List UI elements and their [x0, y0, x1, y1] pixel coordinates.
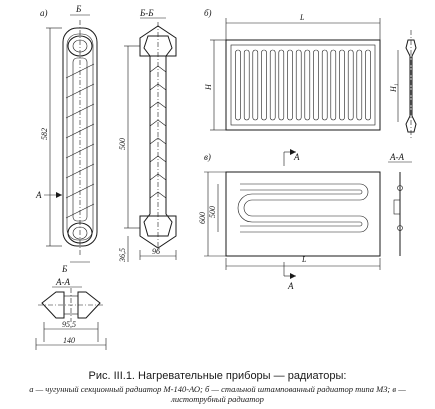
stamped-channel: [304, 49, 311, 121]
dim-600: 600: [198, 212, 207, 224]
section-label-bb: Б-Б: [139, 8, 154, 18]
panel-b-stamped-radiator: б) L H H₁: [204, 8, 417, 140]
dim-L-top: L: [299, 13, 305, 22]
serpentine-tube-inner: [237, 189, 363, 227]
stamped-channel: [278, 49, 285, 121]
panel-b-outline: [225, 39, 381, 131]
panel-label-v: в): [204, 152, 211, 162]
stamped-channel: [339, 49, 345, 121]
stamped-channel: [330, 49, 337, 121]
section-b-mark: Б: [75, 4, 82, 14]
section-label-aa-right: А-А: [389, 152, 404, 162]
stamped-channel: [243, 49, 250, 121]
dim-582: 582: [40, 128, 49, 140]
caption-body: а — чугунный секционный радиатор М-140-А…: [29, 384, 406, 404]
caption-title: Рис. III.1. Нагревательные приборы — рад…: [88, 370, 347, 382]
stamped-channel: [235, 49, 241, 121]
dim-H1: H₁: [389, 83, 398, 93]
section-bb-bottom-boss: [139, 215, 177, 249]
panel-label-b: б): [204, 8, 212, 18]
panel-b-inner: [230, 44, 376, 126]
dim-36-5: 36,5: [118, 248, 127, 263]
stamped-channel: [287, 49, 293, 121]
dim-L-v: L: [301, 255, 307, 264]
section-aa-right-bracket: [393, 199, 401, 215]
dim-140: 140: [63, 336, 75, 345]
section-label-aa: А-А: [55, 277, 70, 287]
stamped-channel: [252, 49, 259, 121]
stamped-channel: [365, 49, 371, 121]
top-nipple: [67, 35, 93, 57]
arrow-a-left-label: А: [35, 190, 42, 200]
stamped-channel: [269, 49, 276, 121]
panel-a-front-view: а) Б Б А: [35, 4, 98, 274]
stamped-channel: [295, 49, 302, 121]
panel-b-channels: [235, 49, 371, 121]
arrow-a-top-label: А: [293, 152, 300, 162]
stamped-channel: [313, 49, 319, 121]
section-bb-top-boss: [139, 25, 177, 57]
panel-v-plate-tube-radiator: в) А 600 500 L А А-А: [198, 149, 412, 291]
figure-caption: Рис. III.1. Нагревательные приборы — рад…: [0, 370, 435, 404]
section-b-mark2: Б: [61, 264, 68, 274]
arrow-a-left-head: [56, 192, 62, 198]
dim-500-v: 500: [208, 206, 217, 218]
dim-95-5: 95,5: [62, 320, 76, 329]
panel-a-section-bb: Б-Б 500 36,5 96: [118, 8, 177, 263]
stamped-channel: [347, 49, 354, 121]
panel-label-a: а): [40, 8, 48, 18]
panel-v-plate: [225, 171, 381, 257]
dim-500: 500: [118, 138, 127, 150]
dim-H: H: [204, 83, 213, 91]
stamped-channel: [261, 49, 267, 121]
arrow-a-bottom-label: А: [287, 281, 294, 291]
panel-b-side-view: [405, 39, 417, 133]
radiator-drawings: а) Б Б А: [35, 4, 417, 350]
stamped-channel: [356, 49, 363, 121]
serpentine-tube-outer: [240, 183, 369, 233]
dim-96: 96: [152, 247, 160, 256]
stamped-channel: [321, 49, 328, 121]
panel-a-section-aa: А-А 95,5 140: [35, 277, 107, 350]
